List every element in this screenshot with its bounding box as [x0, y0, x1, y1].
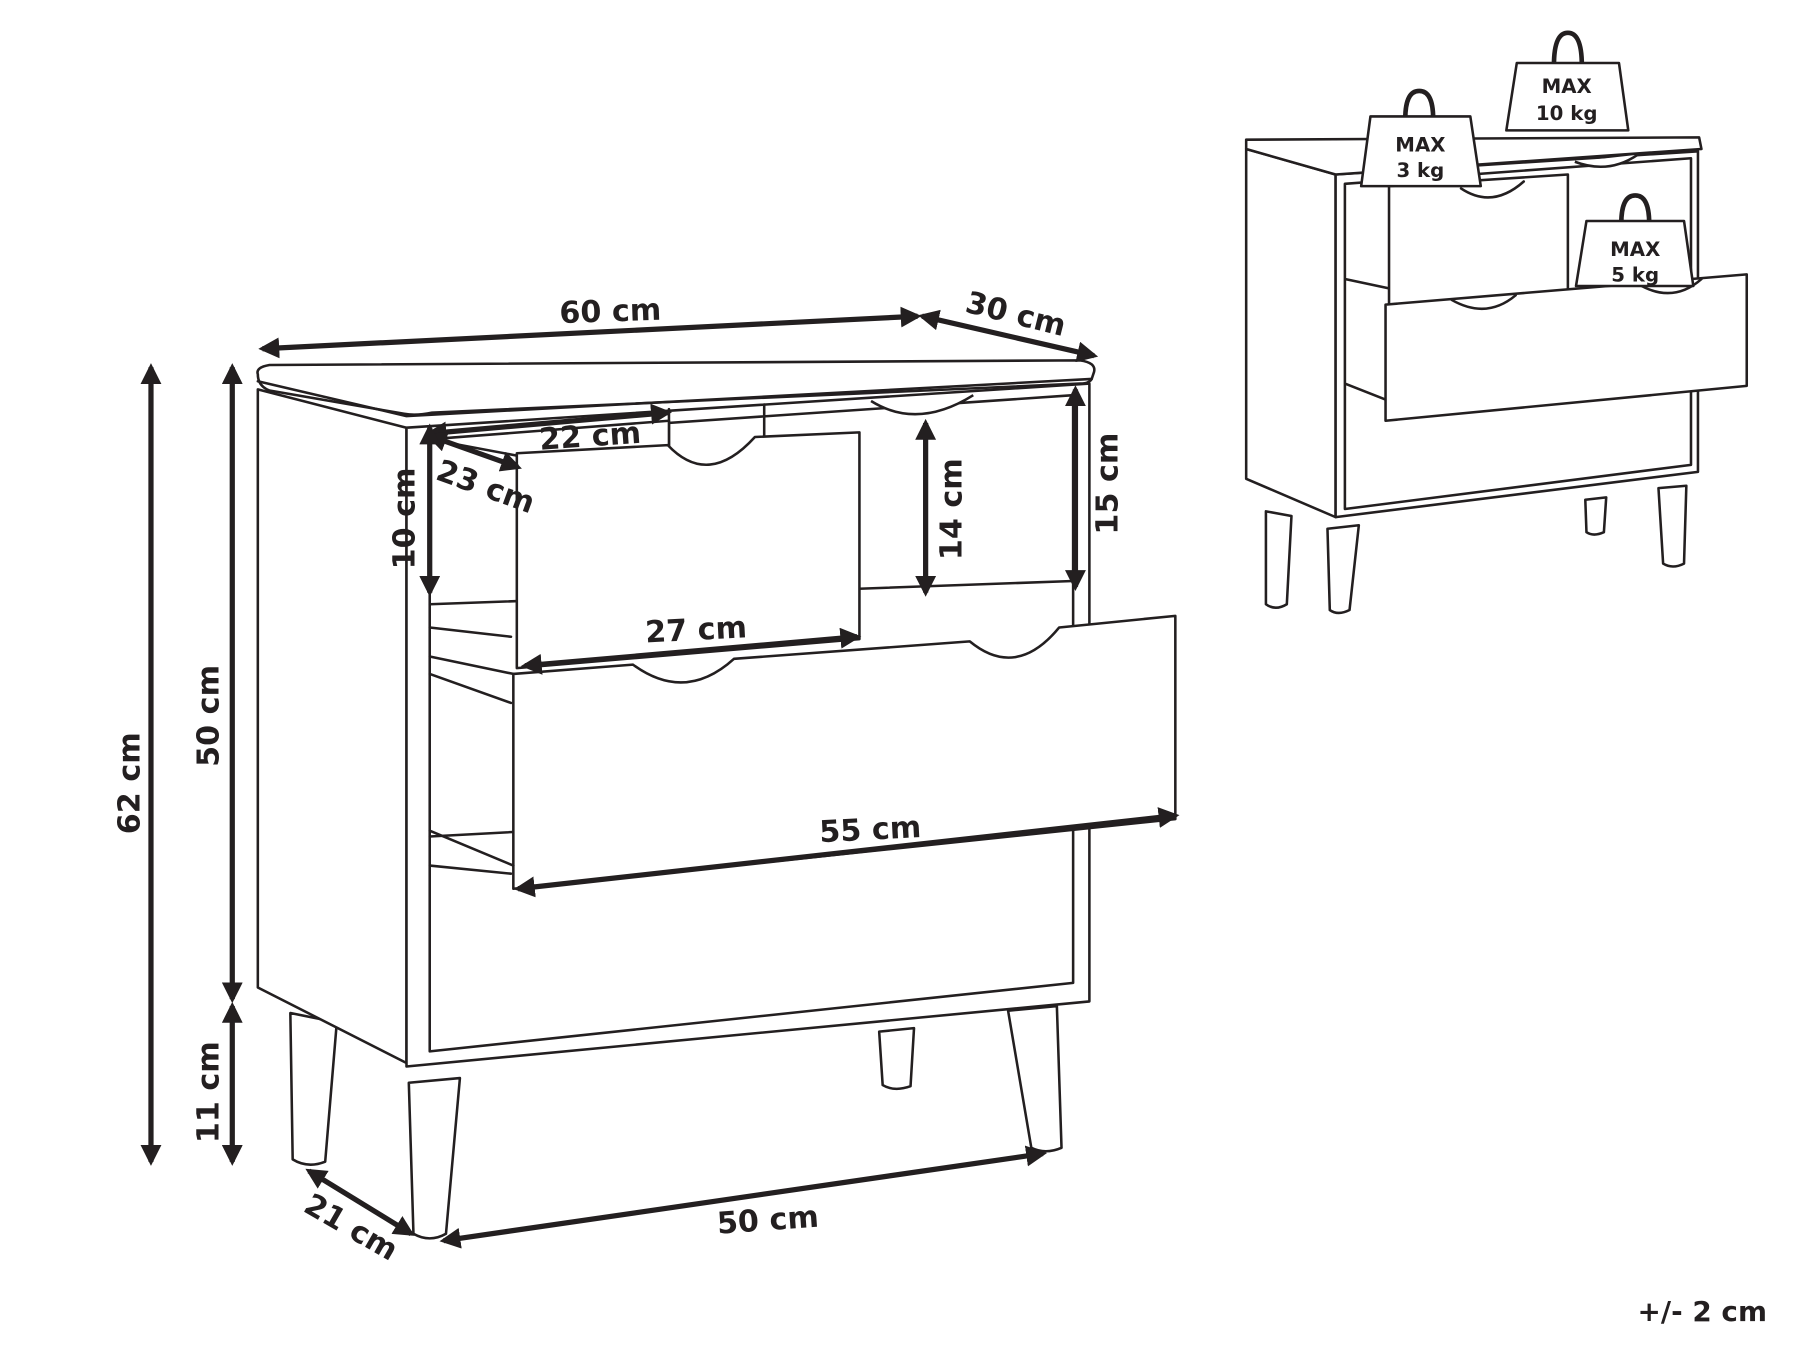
- label-width: 60 cm: [559, 293, 662, 332]
- label-small-drawer-front-width: 27 cm: [644, 610, 748, 650]
- leg-back-left: [289, 1011, 339, 1166]
- back-drawer-cutout: [870, 394, 974, 416]
- weight-top: MAX 10 kg: [1505, 30, 1630, 132]
- dimension-lines: [140, 306, 1180, 1249]
- svg-text:MAX: MAX: [1610, 238, 1660, 261]
- svg-text:3 kg: 3 kg: [1396, 159, 1444, 182]
- tolerance-note: +/- 2 cm: [1638, 1295, 1767, 1328]
- svg-text:10 kg: 10 kg: [1536, 102, 1598, 125]
- label-body-height: 50 cm: [191, 665, 226, 767]
- label-leg-width-span: 50 cm: [716, 1200, 820, 1242]
- side-panel: [256, 388, 408, 1065]
- label-small-drawer-inner-height: 10 cm: [388, 468, 423, 570]
- leg-front-right: [1006, 1004, 1063, 1153]
- label-small-compartment-height: 14 cm: [935, 458, 970, 560]
- weight-small-drawer: MAX 3 kg: [1359, 88, 1483, 188]
- label-large-drawer-front-width: 55 cm: [819, 810, 923, 850]
- load-limit-illustration: MAX 10 kg MAX 3 kg MAX 5 kg: [1244, 30, 1749, 615]
- label-total-height: 62 cm: [112, 732, 147, 834]
- drawer-small: [1387, 173, 1570, 306]
- weight-large-drawer: MAX 5 kg: [1574, 193, 1695, 288]
- svg-text:5 kg: 5 kg: [1611, 263, 1659, 286]
- svg-text:MAX: MAX: [1542, 75, 1592, 98]
- leg-back-right: [877, 1026, 916, 1091]
- label-small-drawer-inner-width: 22 cm: [538, 416, 642, 458]
- top-slab: [256, 359, 1096, 416]
- small-drawer-front: [515, 431, 861, 670]
- svg-text:MAX: MAX: [1395, 133, 1445, 156]
- label-leg-height: 11 cm: [191, 1041, 226, 1143]
- leg-front-left: [407, 1076, 462, 1240]
- label-small-drawer-front-height: 15 cm: [1090, 433, 1125, 535]
